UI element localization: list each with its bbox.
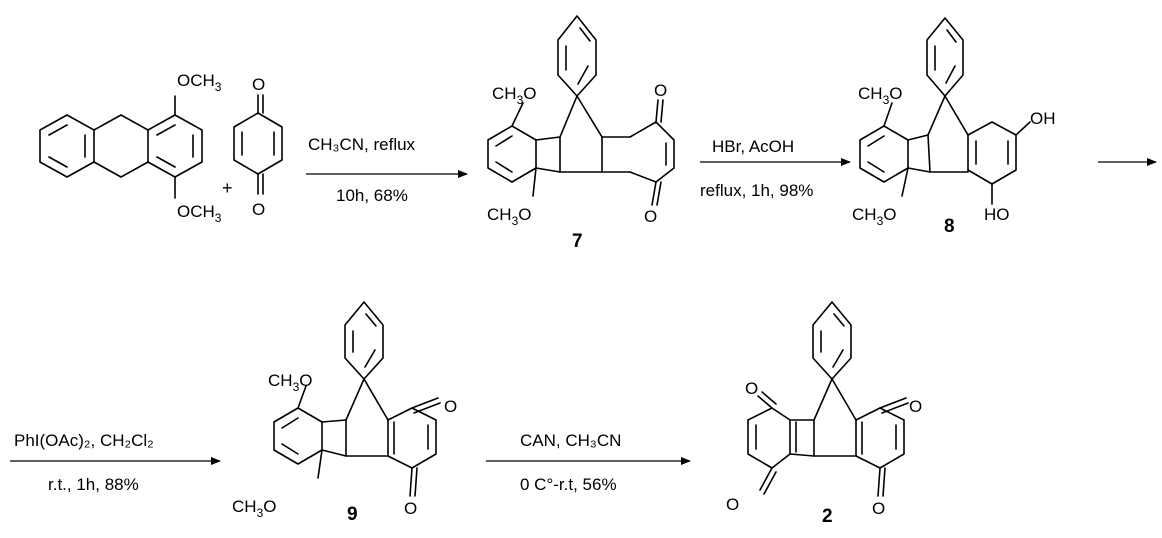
plus-sign: + [222,178,233,198]
atom-ch3o-bottom: CH3O [852,205,896,228]
reaction-arrow-5: CAN, CH₃CN 0 C°-r.t, 56% [486,431,691,494]
step3-conditions: r.t., 1h, 88% [48,475,139,494]
step2-reagents: HBr, AcOH [712,137,794,156]
reaction-arrow-1: CH₃CN, reflux 10h, 68% [306,135,468,205]
step4-conditions: 0 C°-r.t, 56% [520,475,617,494]
atom-o-top: O [252,75,265,94]
compound-label-9: 9 [347,504,358,525]
structure-benzoquinone: O O [233,75,283,219]
step2-conditions: reflux, 1h, 98% [700,181,813,200]
atom-ch3o-bottom: CH3O [232,497,276,520]
compound-label-8: 8 [944,216,955,237]
atom-o-ketone-bottom: O [644,207,657,226]
atom-o-top: O [444,397,457,416]
atom-o-bottom-right: O [872,499,885,518]
atom-o-bottom: O [404,499,417,518]
atom-o-ketone-top: O [654,81,667,100]
atom-och3-bottom: OCH3 [177,202,222,225]
step4-reagents: CAN, CH₃CN [520,431,621,450]
reaction-arrow-2: HBr, AcOH reflux, 1h, 98% [700,137,851,200]
atom-o-top-left: O [745,379,758,398]
structure-compound-2: O O O O 2 [726,301,922,527]
step3-reagents: PhI(OAc)₂, CH₂Cl₂ [14,431,154,450]
atom-ch3o-top: CH3O [492,84,536,107]
structure-compound-7: CH3O CH3O O O 7 [487,15,675,252]
atom-ho: HO [984,205,1010,224]
atom-och3-top: OCH3 [177,71,222,94]
step1-conditions: 10h, 68% [336,186,408,205]
atom-ch3o-top: CH3O [858,84,902,107]
compound-label-2: 2 [822,506,833,527]
structure-dimethoxyanthracene: OCH3 OCH3 [39,71,222,225]
structure-compound-9: CH3O CH3O O O 9 [232,301,457,525]
atom-oh: OH [1030,109,1056,128]
atom-o-top-right: O [909,397,922,416]
step1-reagents: CH₃CN, reflux [308,135,416,154]
compound-label-7: 7 [572,231,583,252]
atom-o-bottom: O [252,200,265,219]
atom-ch3o-top: CH3O [268,371,312,394]
structure-compound-8: CH3O CH3O OH HO 8 [852,17,1056,237]
atom-o-bottom-left: O [726,495,739,514]
atom-ch3o-bottom: CH3O [487,205,531,228]
reaction-arrow-4: PhI(OAc)₂, CH₂Cl₂ r.t., 1h, 88% [10,431,221,494]
